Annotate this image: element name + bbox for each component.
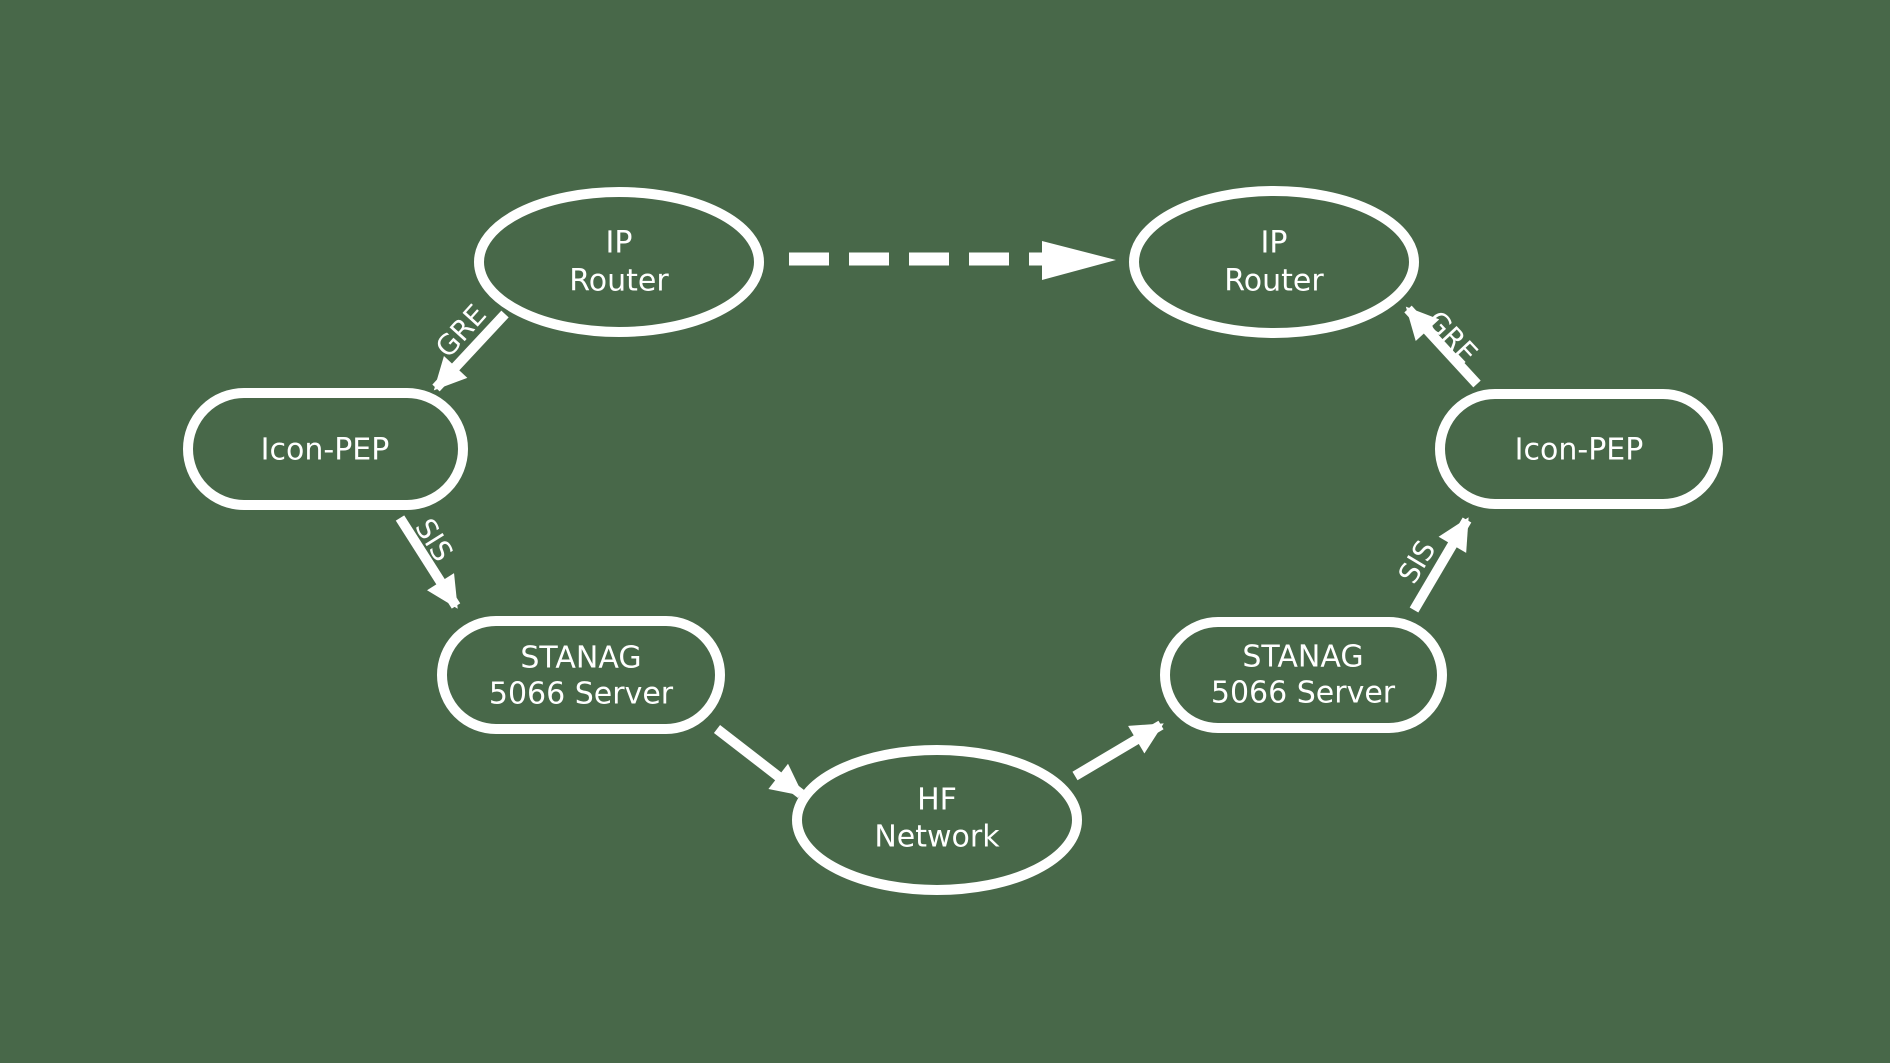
node-icon-pep-left: Icon-PEP — [183, 388, 468, 510]
sis-right-arrow — [1409, 517, 1472, 613]
stanag-to-hf-arrow — [713, 725, 805, 798]
edge-sis-right: SIS — [1392, 517, 1472, 613]
dashed-tunnel-arrowhead-icon — [1042, 241, 1116, 280]
hf-to-stanag-arrow — [1072, 720, 1164, 781]
gre-right-arrow — [1404, 305, 1481, 388]
stanag-left-label-line1: STANAG — [520, 641, 641, 676]
gre-right-label: GRE — [1420, 304, 1484, 370]
node-ip-router-right: IP Router — [1129, 186, 1419, 338]
icon-pep-left-box — [183, 388, 468, 510]
sis-left-label: SIS — [408, 513, 459, 568]
edge-hf-to-stanag-right — [1072, 720, 1164, 781]
ip-router-right-ellipse — [1129, 186, 1419, 338]
sis-left-arrow — [395, 515, 461, 609]
stanag-left-label-line2: 5066 Server — [489, 677, 674, 712]
node-icon-pep-right: Icon-PEP — [1435, 389, 1723, 509]
node-stanag-5066-server-right: STANAG 5066 Server — [1160, 617, 1447, 733]
icon-pep-left-label: Icon-PEP — [261, 433, 390, 468]
stanag-right-label-line1: STANAG — [1242, 640, 1363, 675]
node-hf-network: HF Network — [792, 745, 1082, 895]
edge-gre-right: GRE — [1404, 304, 1484, 388]
ip-router-left-label-line1: IP — [606, 226, 633, 261]
ip-router-left-ellipse — [474, 187, 764, 337]
stanag-left-box — [437, 616, 725, 734]
ip-router-right-label-line2: Router — [1224, 264, 1324, 299]
node-ip-router-left: IP Router — [474, 187, 764, 337]
stanag-right-box — [1160, 617, 1447, 733]
stanag-right-label-line2: 5066 Server — [1211, 676, 1396, 711]
ip-router-left-label-line2: Router — [569, 264, 669, 299]
hf-network-label-line2: Network — [874, 820, 1000, 855]
edge-stanag-left-to-hf — [713, 725, 805, 798]
gre-left-arrow — [432, 310, 509, 392]
edge-gre-left: GRE — [429, 298, 509, 392]
icon-pep-right-label: Icon-PEP — [1515, 433, 1644, 468]
icon-pep-right-box — [1435, 389, 1723, 509]
hf-network-label-line1: HF — [917, 783, 957, 818]
ip-router-right-label-line1: IP — [1261, 226, 1288, 261]
edge-ip-router-tunnel — [789, 241, 1116, 280]
edge-sis-left: SIS — [395, 513, 461, 609]
hf-network-ellipse — [792, 745, 1082, 895]
node-stanag-5066-server-left: STANAG 5066 Server — [437, 616, 725, 734]
